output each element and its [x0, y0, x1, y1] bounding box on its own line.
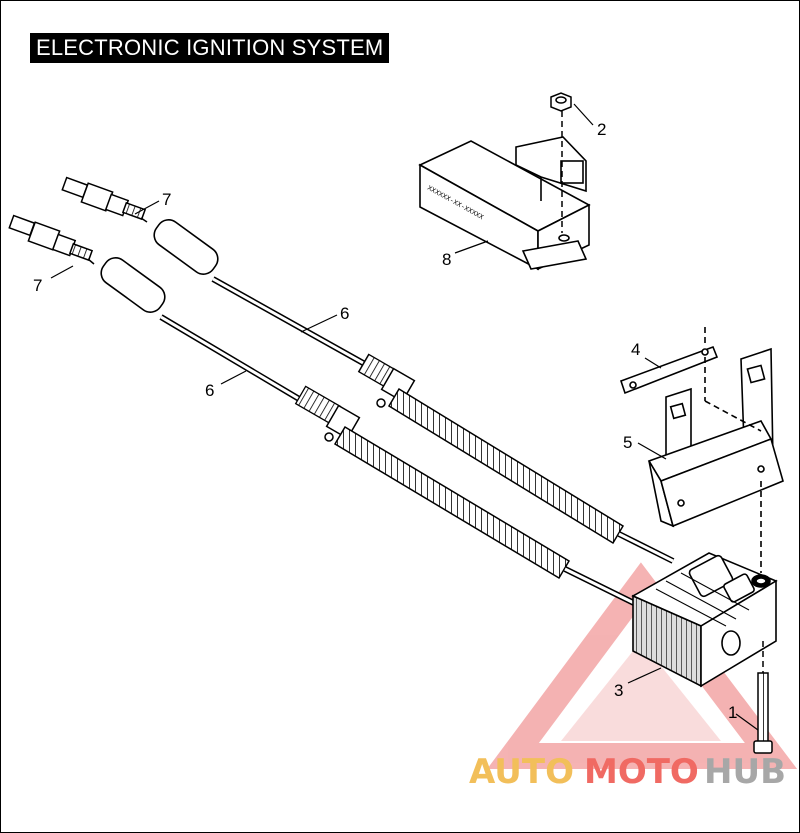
plug-wire-lower: [100, 257, 638, 607]
callout-1: 1: [728, 703, 737, 722]
callout-5: 5: [623, 433, 632, 452]
nut-part: [550, 92, 572, 233]
callout-4: 4: [631, 340, 640, 359]
diagram-title: ELECTRONIC IGNITION SYSTEM: [30, 33, 390, 63]
callout-2: 2: [597, 120, 606, 139]
leader-lines: [50, 103, 759, 731]
mounting-bracket: [647, 347, 784, 573]
callout-7-lower: 7: [33, 276, 42, 295]
ignition-coil: [631, 552, 778, 688]
watermark-hub: HUB: [704, 752, 786, 792]
plug-wire-upper: [153, 219, 675, 564]
callout-7-upper: 7: [162, 190, 171, 209]
bolt-part: [753, 641, 773, 754]
callout-6-upper: 6: [340, 304, 349, 323]
spark-plug-lower: [8, 214, 95, 265]
spark-plug-upper: [61, 176, 148, 223]
callout-6-lower: 6: [205, 381, 214, 400]
strap-bracket: [619, 327, 719, 401]
callout-3: 3: [614, 681, 623, 700]
watermark-moto: MOTO: [584, 752, 699, 792]
watermark-auto: AUTO: [469, 752, 574, 792]
callout-8: 8: [442, 250, 451, 269]
watermark-logo: AUTO MOTO HUB: [469, 752, 786, 792]
callout-numbers: 2 7 7 8 6 6 4 5 3 1: [33, 120, 737, 722]
ignition-module: XXXXXX-XX-XXXXX: [418, 136, 591, 271]
